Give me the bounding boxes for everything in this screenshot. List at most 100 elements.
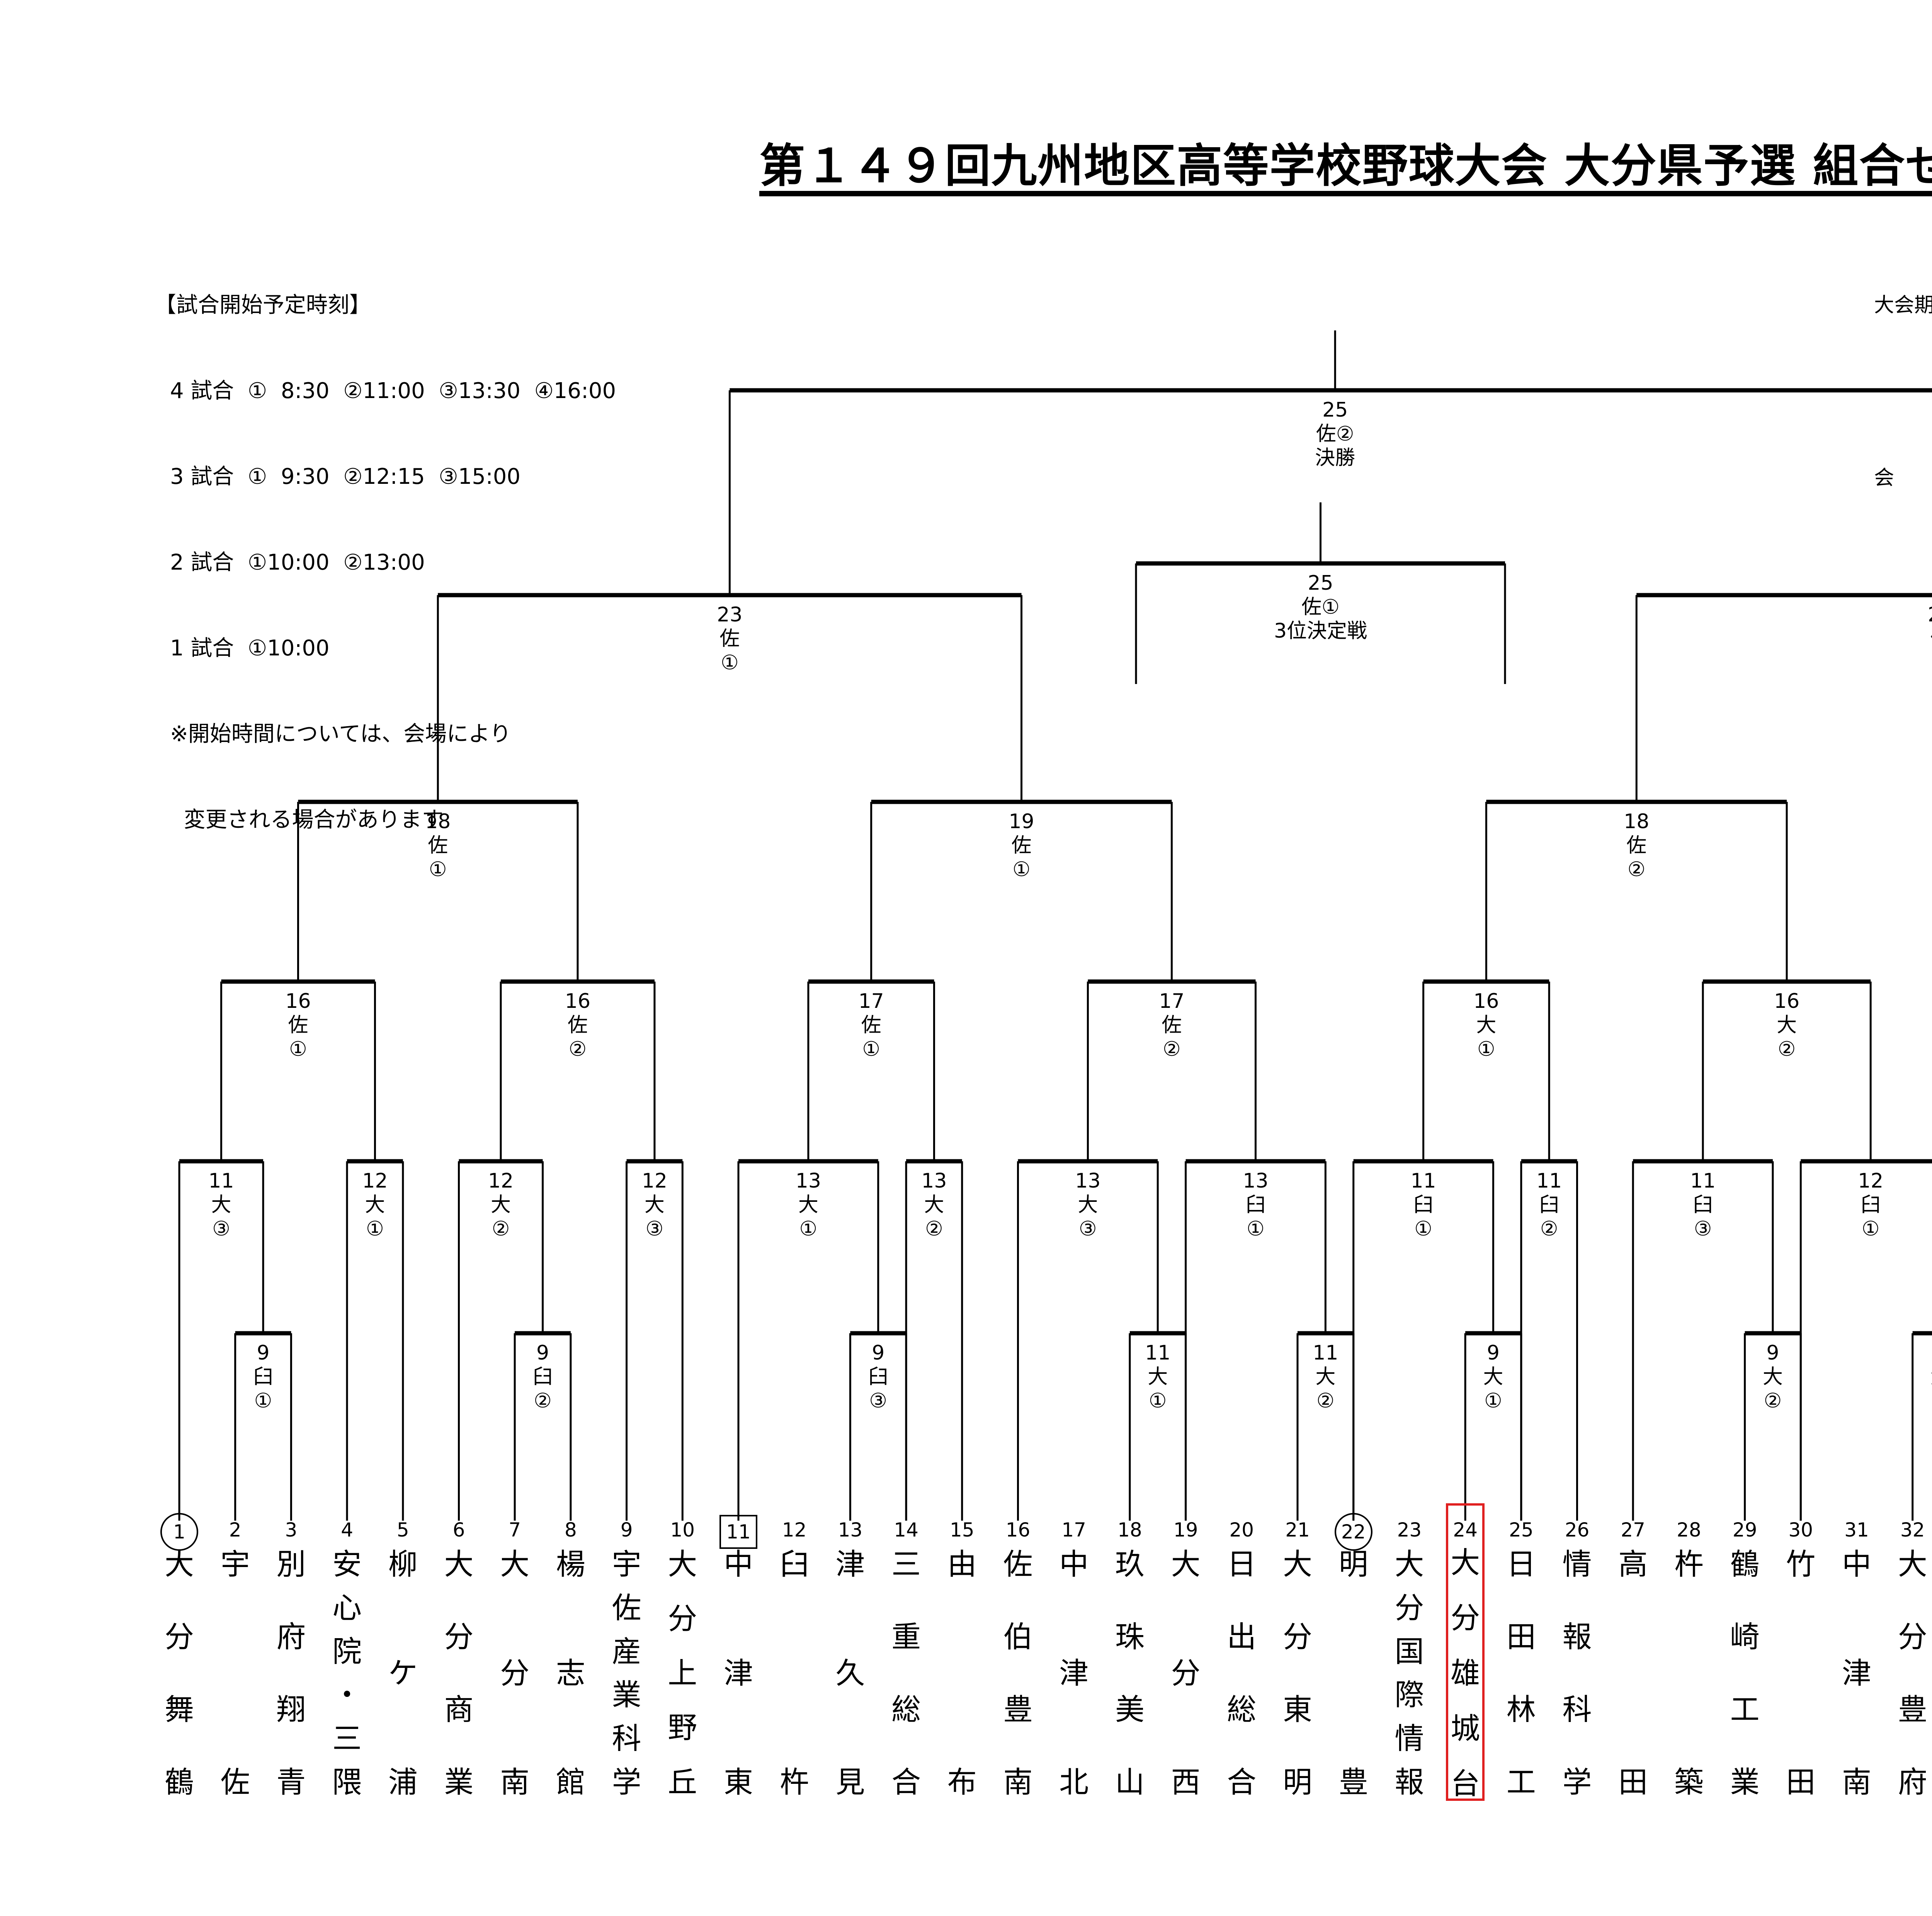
schedule-row: 3 試合 ① 9:30 ②12:15 ③15:00 bbox=[170, 464, 520, 489]
match-label-sfb: 23 佐 ② bbox=[1928, 603, 1932, 675]
match-label-r2c: 12 大 ② bbox=[488, 1169, 514, 1240]
tournament-period: 大会期間：令和3年10月9日(土)～10月25日(月) 雨天順延 bbox=[1874, 294, 1932, 317]
team-number: 28 bbox=[1677, 1519, 1701, 1541]
team-name: 大分豊府 bbox=[1898, 1547, 1927, 1799]
team-number: 2 bbox=[229, 1519, 242, 1541]
team-name: 大分商業 bbox=[444, 1547, 474, 1799]
team-number: 4 bbox=[341, 1519, 353, 1541]
match-label-r2i: 11 臼 ① bbox=[1410, 1169, 1436, 1240]
team-name: 津久見 bbox=[835, 1547, 865, 1799]
match-label-r2h: 13 臼 ① bbox=[1243, 1169, 1269, 1240]
match-label-r3e: 16 大 ① bbox=[1473, 990, 1499, 1061]
team-number: 19 bbox=[1173, 1519, 1198, 1541]
team-number: 23 bbox=[1397, 1519, 1422, 1541]
match-label-r1a: 9 臼 ① bbox=[253, 1341, 274, 1412]
match-label-r1c: 9 臼 ③ bbox=[868, 1341, 888, 1412]
team-number: 12 bbox=[782, 1519, 807, 1541]
team-number: 10 bbox=[670, 1519, 695, 1541]
match-label-r1e: 11 大 ② bbox=[1313, 1341, 1338, 1412]
match-label-r2k: 11 臼 ③ bbox=[1690, 1169, 1716, 1240]
match-label-r3c: 17 佐 ① bbox=[858, 990, 884, 1061]
team-number-first-seed: 22 bbox=[1334, 1513, 1372, 1551]
team-name: 杵築 bbox=[1674, 1547, 1704, 1799]
match-label-r4a: 18 佐 ① bbox=[425, 810, 451, 881]
team-name: 大分東明 bbox=[1283, 1547, 1312, 1799]
team-name: 鶴崎工業 bbox=[1730, 1547, 1760, 1799]
team-name: 宇佐産業科学 bbox=[612, 1547, 641, 1799]
team-number: 31 bbox=[1844, 1519, 1869, 1541]
team-name: 楊志館 bbox=[556, 1547, 585, 1799]
match-label-final: 25 佐② 決勝 bbox=[1315, 398, 1355, 470]
team-name: 中津南 bbox=[1842, 1547, 1871, 1799]
match-label-r2f: 13 大 ② bbox=[921, 1169, 947, 1240]
team-name: 大分南 bbox=[500, 1547, 530, 1799]
team-name: 日出総合 bbox=[1227, 1547, 1257, 1799]
match-label-r3a: 16 佐 ① bbox=[285, 990, 311, 1061]
team-name: 情報科学 bbox=[1562, 1547, 1592, 1799]
team-number: 26 bbox=[1565, 1519, 1590, 1541]
team-number: 3 bbox=[285, 1519, 298, 1541]
match-label-r2e: 13 大 ① bbox=[795, 1169, 821, 1240]
page-title: 第１４９回九州地区高等学校野球大会 大分県予選 組合せ bbox=[0, 139, 1932, 196]
schedule-row: 1 試合 ①10:00 bbox=[170, 636, 330, 661]
match-label-r4c: 18 佐 ② bbox=[1624, 810, 1650, 881]
match-label-r4b: 19 佐 ① bbox=[1009, 810, 1034, 881]
match-label-r2d: 12 大 ③ bbox=[641, 1169, 668, 1240]
match-label-r2g: 13 大 ③ bbox=[1075, 1169, 1101, 1240]
team-name: 日田林工 bbox=[1506, 1547, 1536, 1799]
team-number: 27 bbox=[1621, 1519, 1645, 1541]
team-name: 宇佐 bbox=[220, 1547, 250, 1799]
team-name: 別府翔青 bbox=[276, 1547, 306, 1799]
match-label-r1h: 9 大 ③ bbox=[1930, 1341, 1932, 1413]
schedule-note: 変更される場合があります bbox=[170, 807, 444, 832]
team-name: 大分上野丘 bbox=[668, 1547, 697, 1799]
match-label-r2a: 11 大 ③ bbox=[208, 1169, 234, 1240]
team-number: 21 bbox=[1285, 1519, 1310, 1541]
team-name: 大分舞鶴 bbox=[165, 1547, 194, 1799]
team-name: 中津北 bbox=[1059, 1547, 1089, 1799]
team-name: 由布 bbox=[947, 1547, 977, 1799]
team-name: 臼杵 bbox=[779, 1547, 809, 1799]
team-number: 13 bbox=[838, 1519, 863, 1541]
match-label-r1f: 9 大 ① bbox=[1483, 1341, 1503, 1412]
team-number-first-seed: 1 bbox=[160, 1513, 198, 1551]
venues: 会 場：別大興産ｽﾀｼﾞｱﾑ・臼杵市民球場・佐伯中央病院ｽﾀｼﾞｱﾑ bbox=[1874, 466, 1895, 490]
team-name: 大分西 bbox=[1171, 1547, 1201, 1799]
team-name: 柳ケ浦 bbox=[388, 1547, 418, 1799]
team-number: 30 bbox=[1788, 1519, 1813, 1541]
team-name: 中津東 bbox=[724, 1547, 753, 1799]
team-number: 6 bbox=[452, 1519, 465, 1541]
team-name: 大分国際情報 bbox=[1395, 1547, 1424, 1799]
team-name-highlighted: 大分雄城台 bbox=[1446, 1503, 1485, 1801]
match-label-sfa: 23 佐 ① bbox=[717, 603, 743, 674]
match-label-r1g: 9 大 ② bbox=[1762, 1341, 1783, 1412]
team-name: 高田 bbox=[1618, 1547, 1648, 1799]
match-label-r1d: 11 大 ① bbox=[1145, 1341, 1171, 1412]
team-number: 16 bbox=[1005, 1519, 1031, 1541]
team-number: 32 bbox=[1900, 1519, 1925, 1541]
team-name: 玖珠美山 bbox=[1115, 1547, 1145, 1799]
team-number: 25 bbox=[1509, 1519, 1534, 1541]
match-label-third-place: 25 佐① 3位決定戦 bbox=[1274, 572, 1367, 643]
match-label-r3f: 16 大 ② bbox=[1774, 990, 1800, 1061]
match-label-r3b: 16 佐 ② bbox=[565, 990, 591, 1061]
team-name: 竹田 bbox=[1786, 1547, 1816, 1799]
team-name: 明豊 bbox=[1338, 1547, 1368, 1799]
team-number: 18 bbox=[1117, 1519, 1142, 1541]
team-number: 5 bbox=[396, 1519, 409, 1541]
team-number-second-seed: 11 bbox=[719, 1515, 757, 1549]
team-number: 8 bbox=[564, 1519, 577, 1541]
match-label-r2j: 11 臼 ② bbox=[1536, 1169, 1562, 1240]
start-time-schedule: 【試合開始予定時刻】 4 試合 ① 8:30 ②11:00 ③13:30 ④16… bbox=[155, 234, 616, 863]
team-name: 三重総合 bbox=[891, 1547, 921, 1799]
match-label-r1b: 9 臼 ② bbox=[532, 1341, 553, 1412]
team-number: 17 bbox=[1061, 1519, 1086, 1541]
tournament-info: 大会期間：令和3年10月9日(土)～10月25日(月) 雨天順延 予備日[10／… bbox=[1874, 234, 1932, 607]
schedule-heading: 【試合開始予定時刻】 bbox=[155, 293, 371, 318]
team-name: 佐伯豊南 bbox=[1003, 1547, 1033, 1799]
schedule-note: ※開始時間については、会場により bbox=[170, 721, 512, 747]
team-number: 7 bbox=[509, 1519, 521, 1541]
team-number: 20 bbox=[1229, 1519, 1254, 1541]
team-number: 9 bbox=[620, 1519, 633, 1541]
